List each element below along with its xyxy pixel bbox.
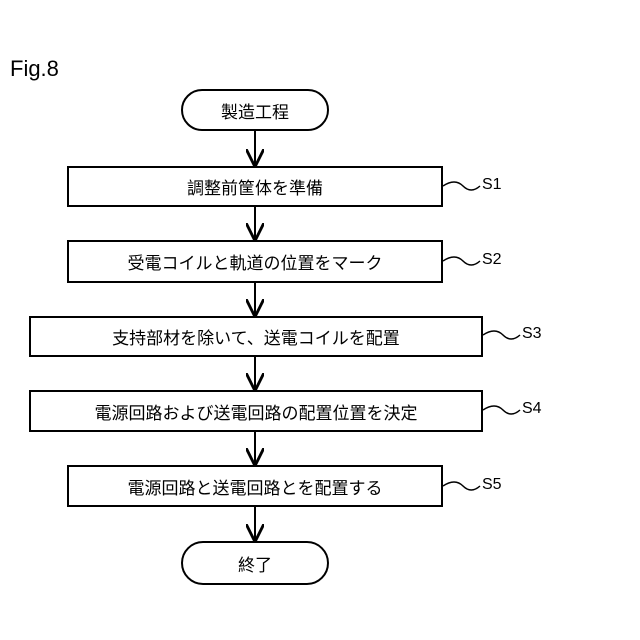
step-leader-s4: [483, 406, 520, 414]
step-box-s4: 電源回路および送電回路の配置位置を決定: [29, 390, 483, 432]
step-leader-s1: [443, 182, 480, 190]
step-text-s1: 調整前筐体を準備: [187, 174, 323, 199]
step-code-s1: S1: [482, 176, 502, 194]
end-terminal: 終了: [181, 541, 329, 585]
start-terminal: 製造工程: [181, 89, 329, 131]
start-label: 製造工程: [221, 98, 289, 123]
step-text-s5: 電源回路と送電回路とを配置する: [128, 474, 383, 499]
step-leader-s5: [443, 482, 480, 490]
step-code-s4: S4: [522, 400, 542, 418]
step-code-s3: S3: [522, 325, 542, 343]
step-leader-s3: [483, 331, 520, 339]
step-box-s2: 受電コイルと軌道の位置をマーク: [67, 240, 443, 283]
step-text-s3: 支持部材を除いて、送電コイルを配置: [112, 324, 400, 349]
step-code-s2: S2: [482, 251, 502, 269]
step-box-s3: 支持部材を除いて、送電コイルを配置: [29, 316, 483, 357]
step-text-s2: 受電コイルと軌道の位置をマーク: [128, 249, 383, 274]
end-label: 終了: [238, 551, 272, 576]
step-leader-s2: [443, 257, 480, 265]
step-box-s1: 調整前筐体を準備: [67, 166, 443, 207]
step-text-s4: 電源回路および送電回路の配置位置を決定: [95, 399, 418, 424]
step-box-s5: 電源回路と送電回路とを配置する: [67, 465, 443, 507]
step-code-s5: S5: [482, 476, 502, 494]
